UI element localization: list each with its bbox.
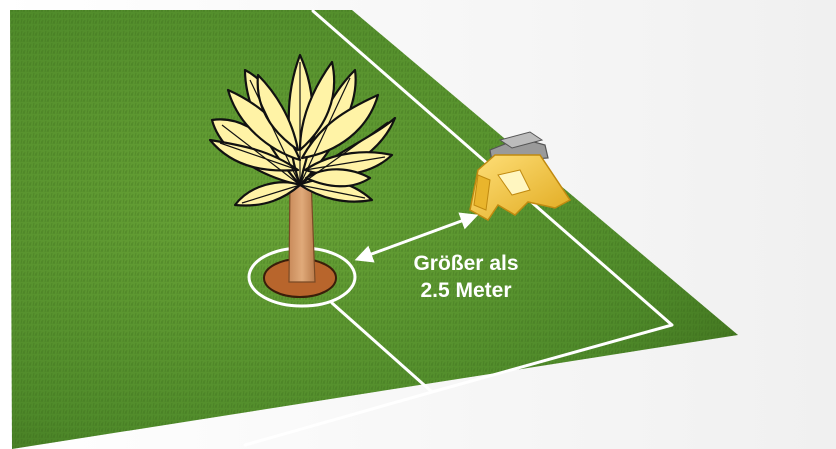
distance-label-line2: 2.5 Meter (420, 279, 511, 302)
distance-label-line1: Größer als (413, 252, 518, 275)
